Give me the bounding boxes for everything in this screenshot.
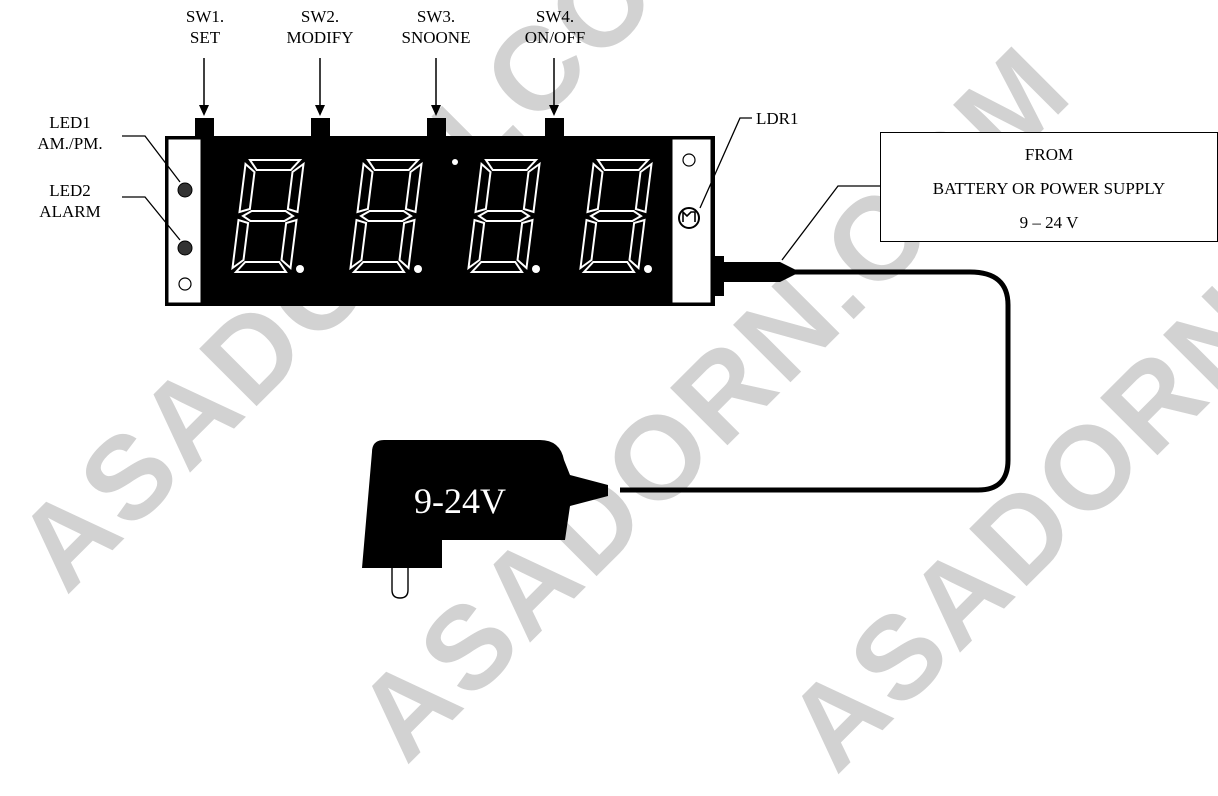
decimal-point bbox=[532, 265, 540, 273]
decimal-point bbox=[414, 265, 422, 273]
segment-d bbox=[351, 261, 406, 273]
switch-arrows bbox=[203, 58, 555, 112]
diagram-drawing bbox=[122, 58, 1011, 599]
segment-a bbox=[248, 159, 303, 171]
power-box-line2: BATTERY OR POWER SUPPLY bbox=[932, 179, 1166, 198]
power-cable bbox=[620, 269, 1011, 493]
segment-b bbox=[404, 161, 423, 214]
adapter-label: 9-24V bbox=[414, 481, 506, 521]
cable-connector bbox=[712, 256, 724, 296]
power-box-line3: 9 – 24 V bbox=[1019, 213, 1079, 232]
decimal-point bbox=[644, 265, 652, 273]
segment-e bbox=[467, 218, 486, 271]
switch-arrowheads bbox=[199, 105, 559, 116]
adapter-prong bbox=[391, 568, 409, 599]
switch-label-sw3: SW3.SNOONE bbox=[401, 7, 471, 47]
ldr1-label: LDR1 bbox=[756, 109, 799, 128]
segment-b bbox=[522, 161, 541, 214]
segment-f bbox=[238, 161, 256, 214]
segment-g bbox=[241, 210, 295, 222]
switch-caps bbox=[195, 118, 564, 140]
cable-strain-relief bbox=[724, 262, 800, 282]
power-adapter bbox=[362, 440, 608, 568]
seven-segment-digits bbox=[231, 159, 653, 273]
mount-hole-left bbox=[178, 277, 192, 291]
segment-c bbox=[516, 218, 534, 271]
segment-e bbox=[349, 218, 368, 271]
segment-b bbox=[634, 161, 653, 214]
segment-c bbox=[398, 218, 416, 271]
switch-label-sw1: SW1.SET bbox=[185, 7, 225, 47]
switch-sw1[interactable] bbox=[195, 118, 214, 140]
segment-f bbox=[586, 161, 604, 214]
segment-g bbox=[589, 210, 643, 222]
decimal-point bbox=[296, 265, 304, 273]
segment-c bbox=[280, 218, 298, 271]
switch-label-sw2: SW2.MODIFY bbox=[286, 7, 354, 47]
colon-dot-top bbox=[452, 159, 458, 165]
segment-a bbox=[596, 159, 651, 171]
power-source-box: FROM BATTERY OR POWER SUPPLY 9 – 24 V bbox=[880, 132, 1218, 242]
switch-label-sw4: SW4.ON/OFF bbox=[524, 7, 586, 47]
segment-a bbox=[484, 159, 539, 171]
led1-am-pm bbox=[177, 182, 193, 198]
led2-alarm bbox=[177, 240, 193, 256]
segment-g bbox=[477, 210, 531, 222]
ldr1-sensor bbox=[678, 207, 700, 229]
segment-d bbox=[233, 261, 288, 273]
segment-c bbox=[628, 218, 646, 271]
segment-d bbox=[581, 261, 636, 273]
segment-d bbox=[469, 261, 524, 273]
switch-sw3[interactable] bbox=[427, 118, 446, 140]
left-panel bbox=[167, 138, 202, 304]
segment-f bbox=[356, 161, 374, 214]
mount-hole-right bbox=[682, 153, 696, 167]
segment-f bbox=[474, 161, 492, 214]
segment-a bbox=[366, 159, 421, 171]
switch-sw4[interactable] bbox=[545, 118, 564, 140]
segment-e bbox=[231, 218, 250, 271]
power-box-line1: FROM bbox=[1024, 145, 1074, 164]
switch-sw2[interactable] bbox=[311, 118, 330, 140]
segment-b bbox=[286, 161, 305, 214]
segment-g bbox=[359, 210, 413, 222]
segment-e bbox=[579, 218, 598, 271]
